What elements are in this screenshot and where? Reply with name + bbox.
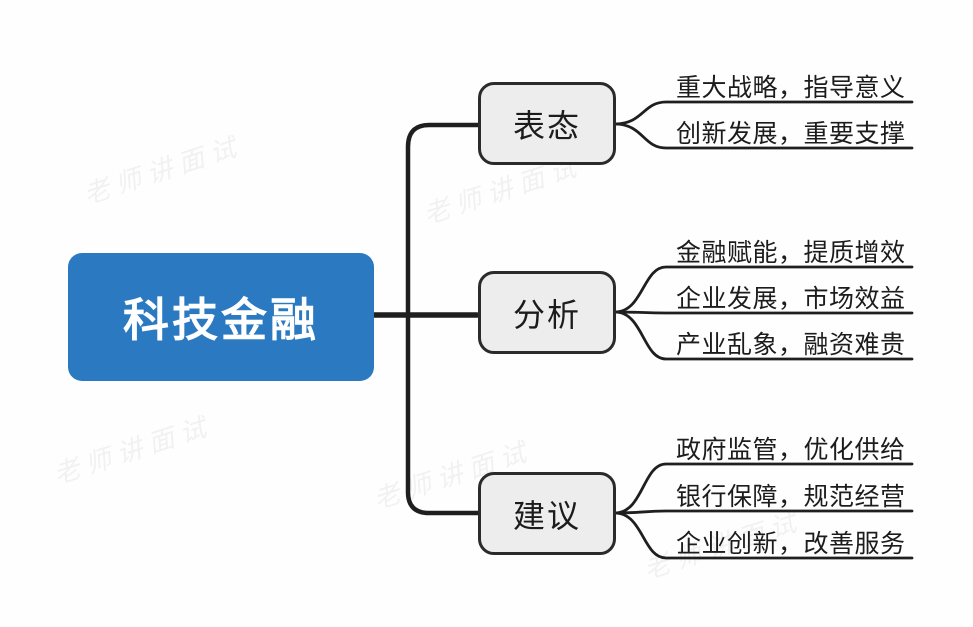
branch-node-fenxi[interactable]: 分析 — [478, 271, 616, 354]
root-node[interactable]: 科技金融 — [68, 253, 374, 381]
leaf-line — [613, 509, 914, 515]
leaf-item[interactable]: 企业创新，改善服务 — [676, 530, 906, 558]
leaf-line — [613, 100, 914, 126]
leaf-item[interactable]: 重大战略，指导意义 — [676, 74, 906, 102]
leaf-item[interactable]: 银行保障，规范经营 — [676, 483, 906, 511]
leaf-line — [613, 462, 914, 515]
leaf-item[interactable]: 政府监管，优化供给 — [676, 436, 906, 464]
leaf-item[interactable]: 金融赋能，提质增效 — [676, 239, 906, 267]
leaf-item[interactable]: 创新发展，重要支撑 — [676, 120, 906, 148]
leaf-item[interactable]: 产业乱象，融资难贵 — [676, 331, 906, 359]
trunk-up — [405, 122, 481, 318]
leaf-line — [613, 511, 914, 560]
leaf-line — [613, 265, 914, 314]
trunk-down — [405, 312, 481, 516]
branch-node-jianyi[interactable]: 建议 — [478, 472, 616, 555]
leaf-item[interactable]: 企业发展，市场效益 — [676, 285, 906, 313]
branch-node-biaotai[interactable]: 表态 — [478, 82, 616, 165]
leaf-line — [613, 122, 914, 150]
leaf-line — [613, 310, 914, 361]
